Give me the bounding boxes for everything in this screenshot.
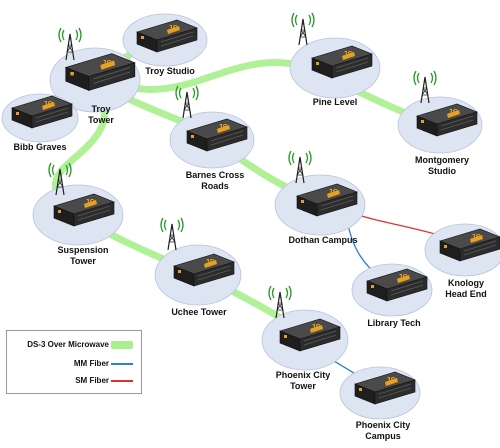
device-logo-text: JS bbox=[448, 108, 458, 117]
legend-label-mm-fiber: MM Fiber bbox=[73, 359, 109, 368]
device-logo-text: JS bbox=[328, 188, 338, 197]
device-logo-text: JS bbox=[205, 258, 215, 267]
legend-swatch-microwave bbox=[111, 341, 133, 349]
legend-swatch-mm-fiber bbox=[111, 363, 133, 365]
device-logo-text: JS bbox=[471, 233, 481, 242]
legend: DS-3 Over Microwave MM Fiber SM Fiber bbox=[6, 330, 142, 394]
site-label-uchee-tower: Uchee Tower bbox=[171, 307, 227, 317]
site-label-pine-level: Pine Level bbox=[312, 97, 358, 107]
site-label-barnes-cross-roads: Barnes Cross Roads bbox=[185, 170, 245, 191]
site-label-montgomery-studio: Montgomery Studio bbox=[415, 155, 469, 176]
legend-swatch-sm-fiber bbox=[111, 380, 133, 382]
radio-tower-icon bbox=[160, 217, 184, 251]
microwave-link-troy-pine bbox=[108, 59, 319, 93]
device-logo-text: JS bbox=[343, 50, 353, 59]
device-logo-text: JS bbox=[386, 376, 396, 385]
device-logo-text: JS bbox=[102, 59, 112, 68]
site-label-knology-head-end: Knology Head End bbox=[445, 278, 487, 299]
site-label-troy-tower: Troy Tower bbox=[88, 104, 114, 125]
device-logo-text: JS bbox=[311, 323, 321, 332]
device-logo-text: JS bbox=[218, 123, 228, 132]
device-logo-text: JS bbox=[43, 100, 53, 109]
site-label-library-tech: Library Tech bbox=[367, 318, 421, 328]
legend-label-sm-fiber: SM Fiber bbox=[75, 376, 109, 385]
site-label-phoenix-city-campus: Phoenix City Campus bbox=[355, 420, 411, 441]
device-logo-text: JS bbox=[85, 198, 95, 207]
site-label-phoenix-city-tower: Phoenix City Tower bbox=[275, 370, 331, 391]
legend-label-microwave: DS-3 Over Microwave bbox=[27, 340, 109, 349]
radio-tower-icon bbox=[291, 12, 315, 46]
radio-tower-icon bbox=[175, 85, 199, 119]
legend-row-mm-fiber: MM Fiber bbox=[7, 357, 141, 371]
site-label-dothan-campus: Dothan Campus bbox=[288, 235, 358, 245]
site-label-troy-studio: Troy Studio bbox=[145, 66, 195, 76]
legend-row-microwave: DS-3 Over Microwave bbox=[7, 338, 141, 352]
legend-row-sm-fiber: SM Fiber bbox=[7, 374, 141, 388]
device-logo-text: JS bbox=[398, 273, 408, 282]
device-logo-text: JS bbox=[168, 24, 178, 33]
site-label-suspension-tower: Suspension Tower bbox=[57, 245, 109, 266]
site-label-bibb-graves: Bibb Graves bbox=[13, 142, 67, 152]
